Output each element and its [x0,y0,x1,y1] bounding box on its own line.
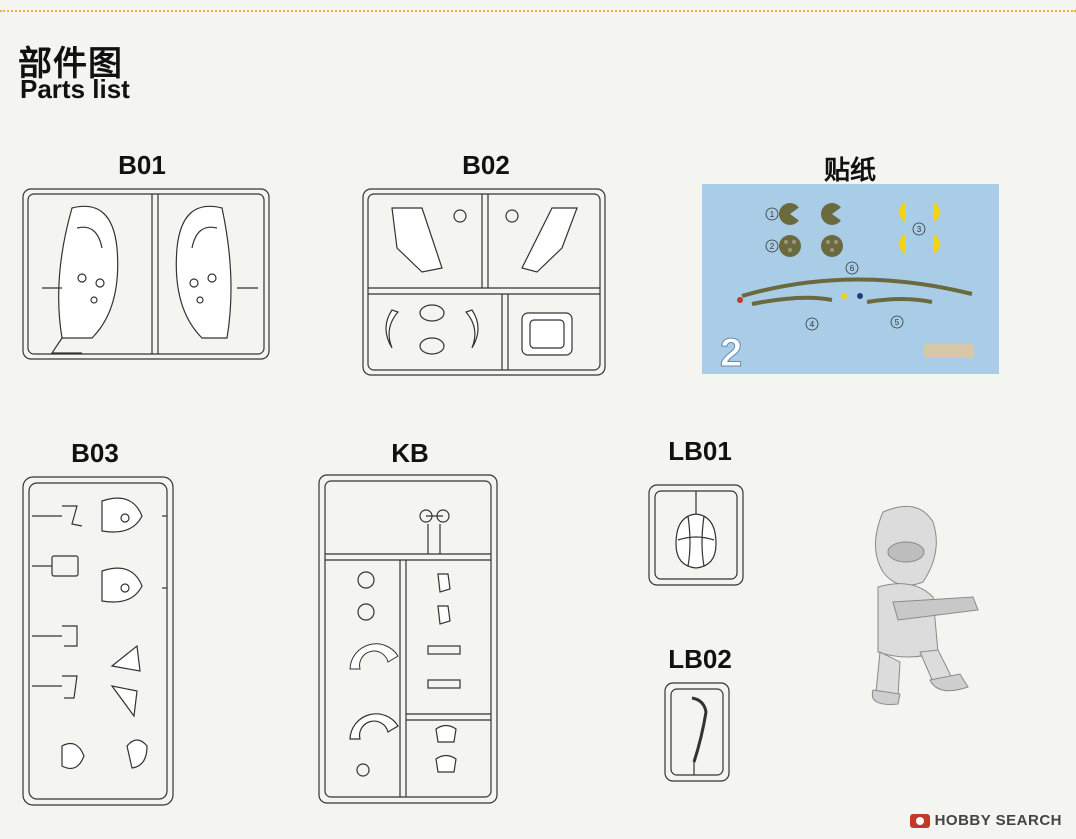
sprue-b01 [22,188,270,360]
decal-sheet: 1 2 3 4 5 6 2 [702,184,999,376]
watermark-text: HOBBY SEARCH [934,812,1062,829]
sprue-lb02 [664,682,730,782]
page-title-en: Parts list [20,74,130,104]
page-title-cn: 部件图 [18,45,123,83]
top-dotted-rule [0,0,1076,12]
decal-big-number: 2 [720,331,742,374]
sprue-kb [318,474,498,804]
sprue-b02 [362,188,606,376]
decal-number-5: 5 [895,318,900,327]
sprue-label-kb: KB [391,438,429,468]
sprue-label-b01: B01 [118,150,166,180]
figure-illustration [838,502,988,712]
sprue-label-b02: B02 [462,150,510,180]
watermark: HOBBY SEARCH [909,812,1062,829]
sprue-label-lb02: LB02 [668,644,732,674]
hobby-search-logo-icon [909,813,930,828]
sprue-b03 [22,476,174,806]
decal-label: 贴纸 [823,155,876,185]
decal-number-2: 2 [770,242,775,251]
sprue-lb01 [648,484,744,586]
decal-number-3: 3 [917,225,922,234]
decal-number-6: 6 [850,264,855,273]
decal-number-4: 4 [810,320,815,329]
sprue-label-lb01: LB01 [668,436,732,466]
decal-number-1: 1 [770,210,775,219]
sprue-label-b03: B03 [71,438,119,468]
